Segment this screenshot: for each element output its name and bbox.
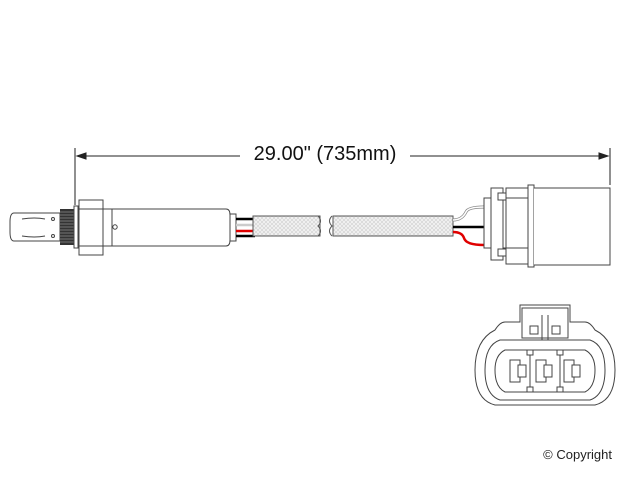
copyright-notice: © Copyright: [543, 447, 612, 462]
braided-cable: [252, 215, 454, 237]
dimension-label: 29.00" (735mm): [240, 142, 410, 166]
sensor-threads: [60, 205, 79, 249]
sensor-tip: [9, 212, 61, 242]
connector-face-view: [474, 304, 616, 406]
sensor-hex-nut: [78, 199, 104, 256]
wires-right: [452, 205, 485, 247]
wires-left: [236, 217, 255, 238]
connector-side-view: [483, 184, 611, 268]
dimension-line: [74, 148, 611, 205]
sensor-body: [102, 208, 237, 247]
